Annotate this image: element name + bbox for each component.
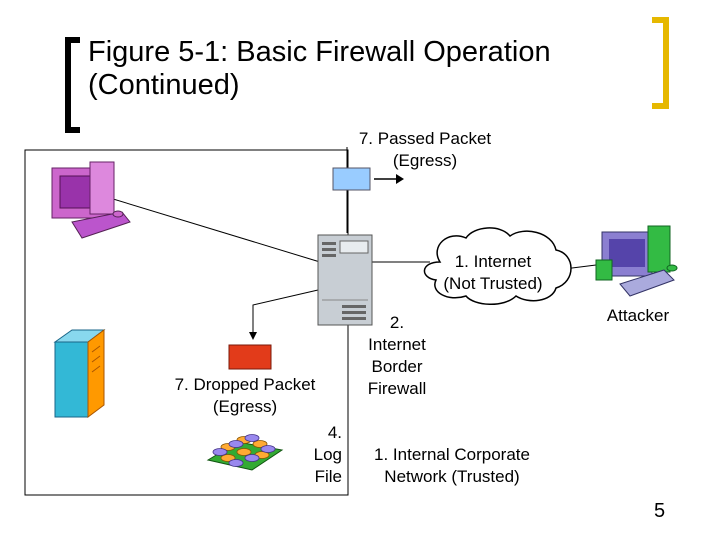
- internal-server-icon: [53, 329, 106, 418]
- workstation-link: [99, 194, 321, 263]
- attacker-label: Attacker: [606, 306, 670, 325]
- dropped-packet-label: 7. Dropped Packet (Egress): [174, 375, 316, 416]
- dropped-path-line: [252, 289, 319, 335]
- passed-packet-icon: [332, 167, 371, 191]
- passed-packet-label: 7. Passed Packet (Egress): [358, 129, 492, 170]
- left-bracket: [65, 37, 80, 133]
- slide-title: Figure 5-1: Basic Firewall Operation (Co…: [88, 36, 551, 102]
- log-file-icon: [206, 434, 284, 471]
- slide-title-line1: Figure 5-1: Basic Firewall Operation: [88, 36, 551, 68]
- dropped-packet-icon: [228, 344, 272, 370]
- passed-arrowhead: [396, 174, 404, 184]
- slide-title-line2: (Continued): [88, 69, 240, 101]
- attacker-computer-icon: [595, 225, 678, 297]
- internet-label: 1. Internet (Not Trusted): [443, 252, 543, 293]
- internal-network-label: 1. Internal Corporate Network (Trusted): [374, 445, 530, 486]
- dropped-arrowhead: [249, 332, 257, 340]
- log-file-label: 4. Log File: [313, 423, 342, 486]
- workstation-icon: [51, 161, 131, 239]
- slide-number: 5: [654, 500, 666, 522]
- right-bracket: [652, 17, 669, 109]
- firewall-label: 2. Internet Border Firewall: [367, 313, 427, 398]
- internet-cloud-icon: [423, 227, 572, 305]
- firewall-server-icon: [317, 234, 373, 326]
